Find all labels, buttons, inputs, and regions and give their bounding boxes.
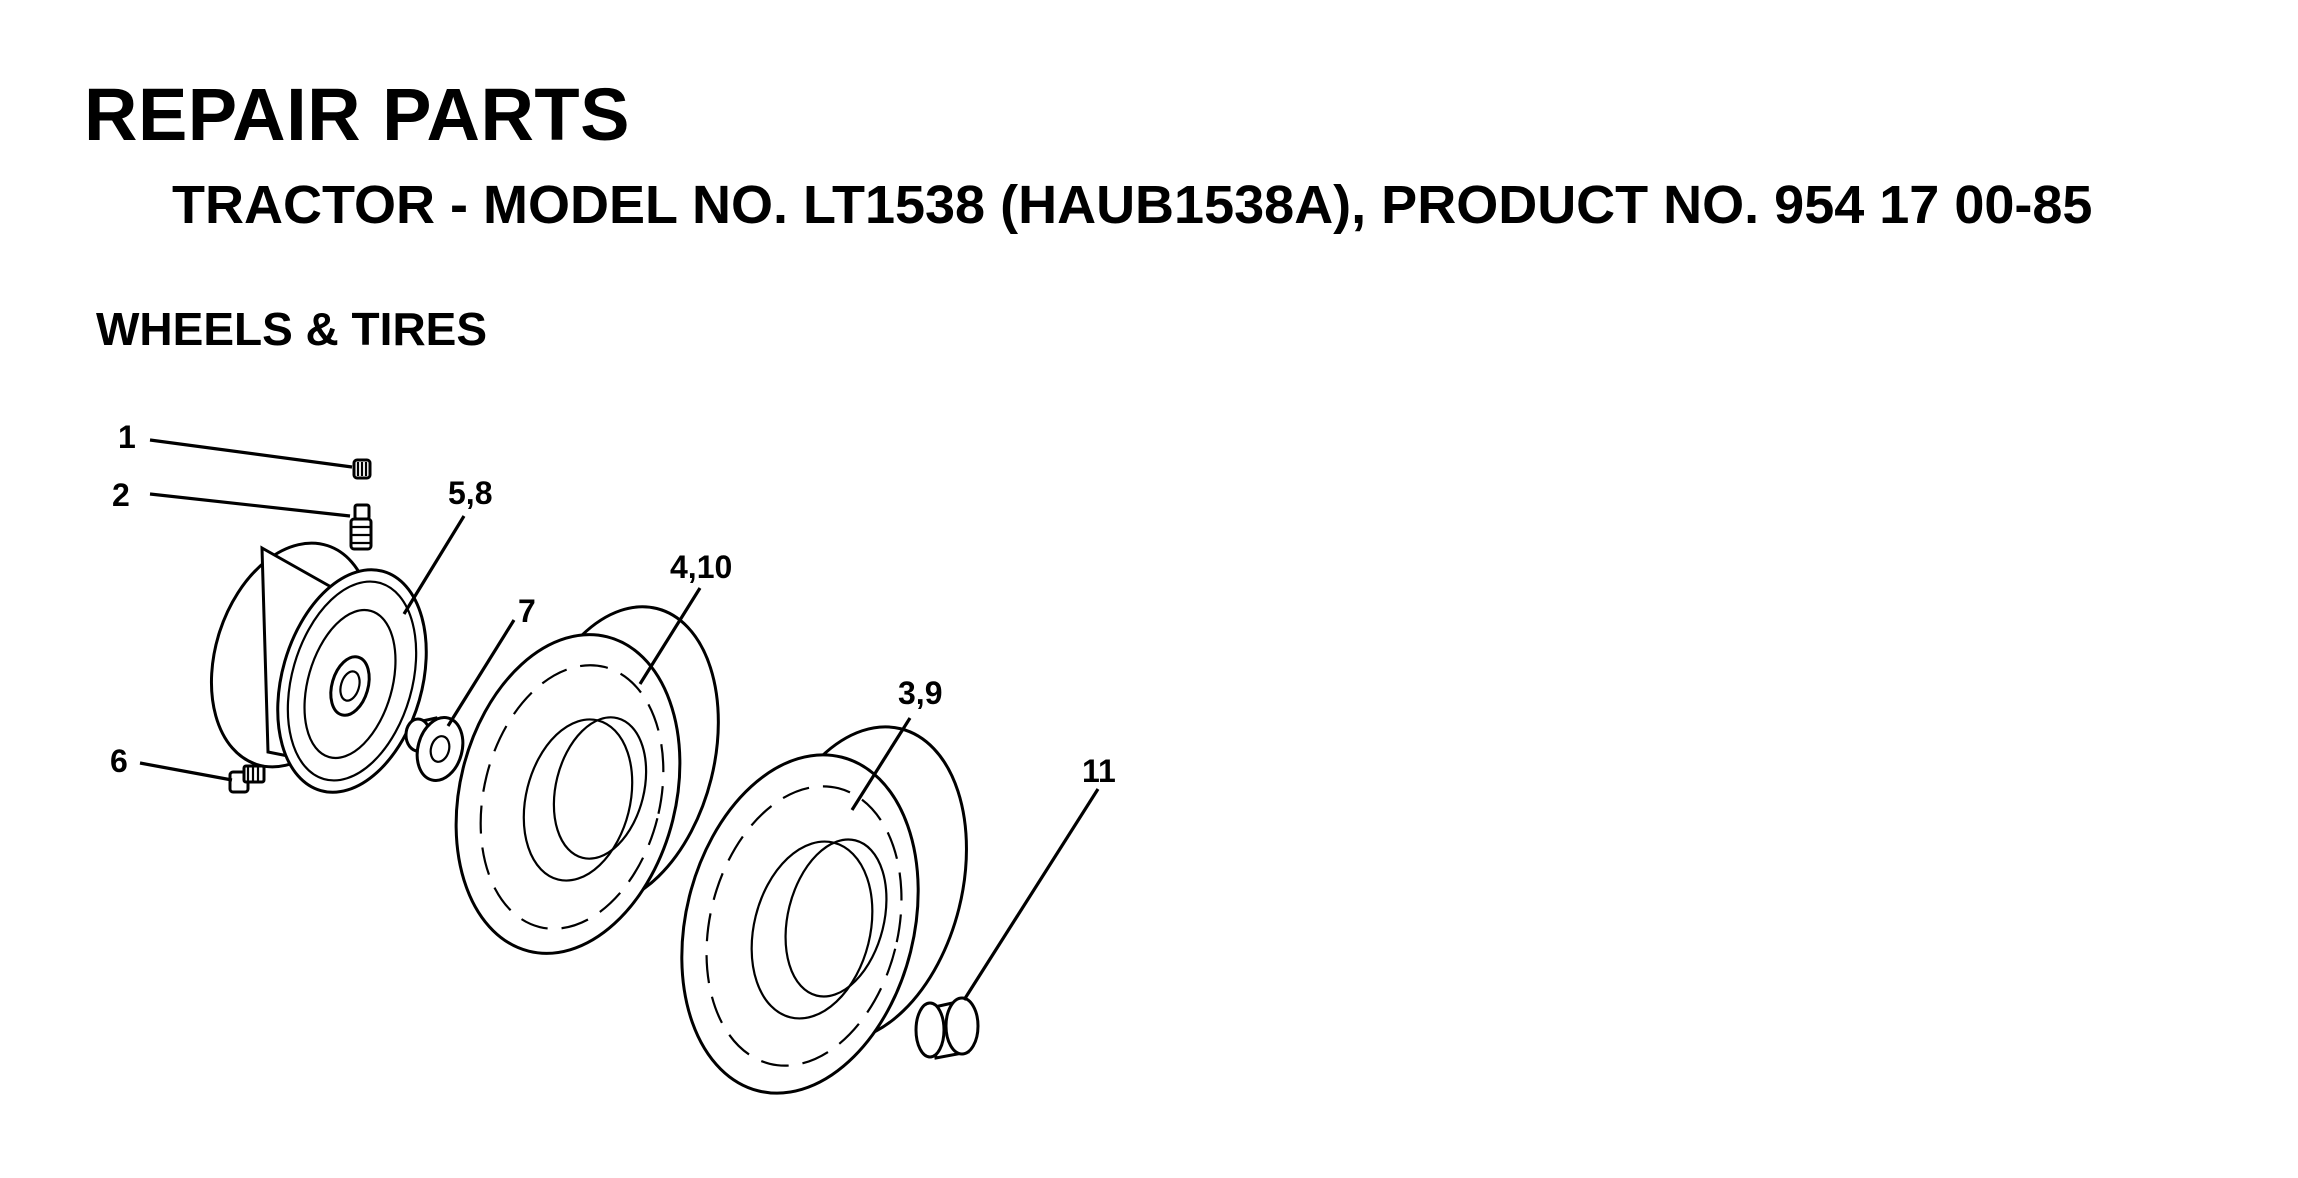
callout-7: 7 [518,593,536,629]
valve-stem-part [349,503,373,551]
hub-cap-part [914,996,980,1060]
page-title: REPAIR PARTS [84,73,630,156]
small-tire-part [454,605,720,955]
callout-11: 11 [1082,753,1116,789]
bushing-part [404,716,465,782]
leader-line-1 [149,438,353,469]
callout-3-9: 3,9 [898,675,942,711]
lug-bolt-part [228,764,266,794]
page-subtitle: TRACTOR - MODEL NO. LT1538 (HAUB1538A), … [172,175,2093,235]
leader-line-5-8 [402,515,466,615]
rim-part [209,541,428,794]
leader-line-11 [962,788,1100,1001]
valve-cap-part [352,458,372,480]
leader-line-3-9 [850,717,912,811]
large-tire-part [680,725,968,1095]
leader-line-7 [446,619,516,727]
callout-2: 2 [112,477,130,513]
leader-line-6 [139,761,233,782]
leader-line-2 [149,492,351,518]
callout-1: 1 [118,419,136,455]
callout-5-8: 5,8 [448,475,492,511]
callout-6: 6 [110,743,128,779]
callout-4-10: 4,10 [670,549,732,585]
leader-line-4-10 [638,587,702,685]
section-heading: WHEELS & TIRES [96,303,488,355]
